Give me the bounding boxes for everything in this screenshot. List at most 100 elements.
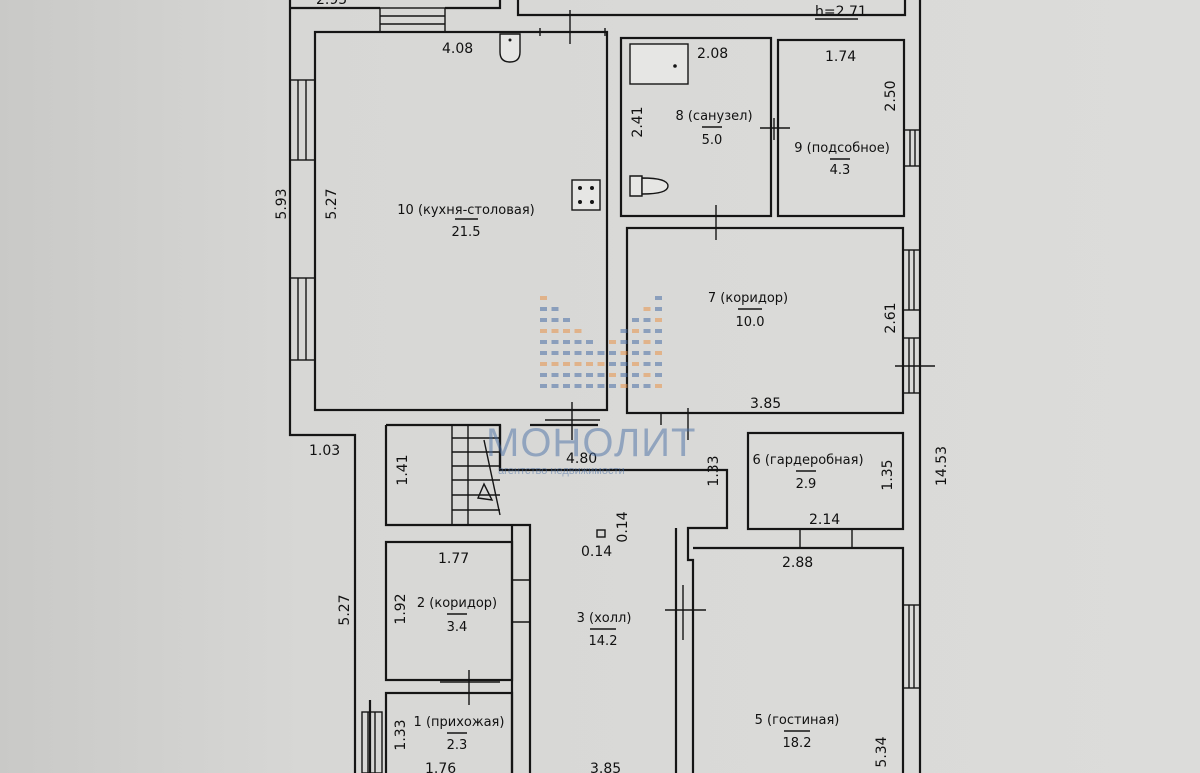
room-8-area: 5.0 xyxy=(702,133,723,148)
watermark-bar xyxy=(563,340,570,344)
watermark-brand: МОНОЛИТ xyxy=(486,421,696,465)
watermark-bar xyxy=(540,340,547,344)
dim-1-35: 1.35 xyxy=(880,459,896,490)
dim-3-85-bottom: 3.85 xyxy=(590,761,621,773)
watermark-bar xyxy=(655,296,662,300)
watermark-bar xyxy=(609,384,616,388)
dim-1-33-hall: 1.33 xyxy=(706,455,722,486)
watermark-bar xyxy=(586,340,593,344)
room-1-name: 1 (прихожая) xyxy=(414,715,505,730)
watermark-bar xyxy=(540,351,547,355)
watermark-bar xyxy=(586,362,593,366)
watermark-bar xyxy=(609,340,616,344)
dim-2-95-top: 2.95 xyxy=(316,0,347,8)
door-kitchen-bottom xyxy=(545,402,600,440)
window-kitchen-upper xyxy=(289,79,316,161)
watermark-bar xyxy=(586,373,593,377)
dim-5-93: 5.93 xyxy=(274,188,290,219)
watermark-bar xyxy=(620,373,628,377)
dim-5-34: 5.34 xyxy=(874,736,890,767)
watermark-bar xyxy=(632,351,639,355)
watermark-bar xyxy=(655,362,662,366)
dim-2-14: 2.14 xyxy=(809,512,840,528)
watermark-bar xyxy=(551,340,559,344)
watermark-bar xyxy=(655,384,662,388)
windows xyxy=(289,7,935,773)
room-labels: 10 (кухня-столовая) 21.5 8 (санузел) 5.0… xyxy=(397,109,890,753)
watermark-bar xyxy=(597,351,605,355)
watermark-bar xyxy=(643,307,651,311)
watermark-bar xyxy=(655,351,662,355)
dim-5-27-kitchen: 5.27 xyxy=(324,188,340,219)
window-living xyxy=(902,604,921,689)
room-9-area: 4.3 xyxy=(830,163,851,178)
watermark-bar xyxy=(540,296,547,300)
watermark-bar xyxy=(643,329,651,333)
watermark-bar xyxy=(643,318,651,322)
watermark-bar xyxy=(643,373,651,377)
watermark-bar xyxy=(632,373,639,377)
watermark-bar xyxy=(540,318,547,322)
watermark-bar xyxy=(574,340,582,344)
dim-4-08: 4.08 xyxy=(442,41,473,57)
door-wardrobe xyxy=(799,530,853,548)
door-kitchen-top xyxy=(539,10,606,44)
watermark-bar xyxy=(643,340,651,344)
watermark-bar xyxy=(586,384,593,388)
window-kitchen-lower xyxy=(289,277,316,361)
watermark-bar xyxy=(540,373,547,377)
window-utility xyxy=(903,129,921,167)
door-living xyxy=(665,585,706,640)
room-8-name: 8 (санузел) xyxy=(675,109,752,124)
watermark-bar xyxy=(574,351,582,355)
column-mark xyxy=(596,529,606,538)
room-5-name: 5 (гостиная) xyxy=(755,713,840,728)
watermark-bar xyxy=(540,307,547,311)
dim-4-80: 4.80 xyxy=(566,451,597,467)
watermark-bar xyxy=(632,329,639,333)
watermark-bar xyxy=(540,384,547,388)
door-bath-bottom xyxy=(690,205,740,240)
window-corridor-upper xyxy=(902,249,921,311)
watermark-bar xyxy=(563,362,570,366)
watermark-bar xyxy=(586,351,593,355)
watermark-bar xyxy=(620,329,628,333)
ceiling-height-label: h=2.71 xyxy=(815,4,867,20)
room-10-name: 10 (кухня-столовая) xyxy=(397,203,534,218)
watermark-bar xyxy=(643,384,651,388)
dim-2-61: 2.61 xyxy=(883,302,899,333)
door-utility xyxy=(760,118,790,140)
dim-1-03: 1.03 xyxy=(309,443,340,459)
window-corridor-lower xyxy=(895,337,935,394)
window-entry xyxy=(361,711,383,773)
watermark-bar xyxy=(655,307,662,311)
door-corridor7 xyxy=(660,408,689,440)
dim-2-50: 2.50 xyxy=(883,80,899,111)
watermark-bars xyxy=(540,296,662,388)
watermark-bar xyxy=(551,373,559,377)
watermark-bar xyxy=(574,362,582,366)
dim-2-88: 2.88 xyxy=(782,555,813,571)
room-3-area: 14.2 xyxy=(589,634,618,649)
room-3-name: 3 (холл) xyxy=(577,611,632,626)
watermark-bar xyxy=(563,351,570,355)
watermark-bar xyxy=(597,362,605,366)
dim-1-74: 1.74 xyxy=(825,49,856,65)
stove-icon xyxy=(571,179,601,211)
watermark-bar xyxy=(609,351,616,355)
dim-2-08: 2.08 xyxy=(697,46,728,62)
door-room2 xyxy=(512,579,530,623)
room-6-name: 6 (гардеробная) xyxy=(752,453,863,468)
window-top-left xyxy=(379,7,446,33)
watermark-bar xyxy=(563,329,570,333)
watermark-bar xyxy=(551,329,559,333)
toilet-icon xyxy=(629,175,669,197)
watermark-bar xyxy=(620,351,628,355)
watermark-bar xyxy=(551,351,559,355)
room-7-area: 10.0 xyxy=(736,315,765,330)
watermark-bar xyxy=(655,373,662,377)
watermark-bar xyxy=(551,384,559,388)
doors xyxy=(440,10,853,705)
watermark-bar xyxy=(655,340,662,344)
sink-icon xyxy=(499,33,521,63)
